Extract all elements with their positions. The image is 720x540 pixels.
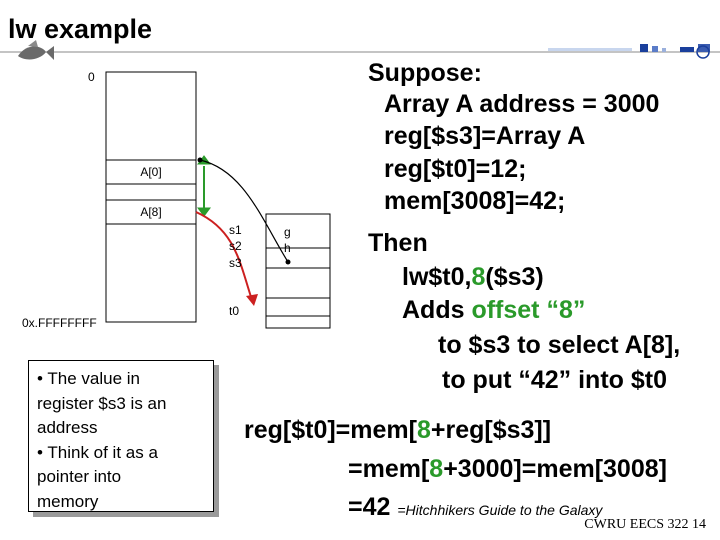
register-s1-label: s1 [229,223,242,237]
note-line: register $s3 is an [37,393,167,413]
then-heading: Then [368,229,428,257]
suppose-heading: Suppose: [368,59,482,87]
eq2-part: =mem[ [348,455,430,483]
eq1-offset: 8 [416,416,431,444]
note-line: memory [37,491,99,511]
memory-diagram [105,71,331,329]
register-s3-label: s3 [229,256,242,270]
register-h-label: h [284,241,291,255]
lw-base: ($s3) [485,263,544,291]
lw-prefix: lw$t0, [402,263,472,291]
equation-line-3: =42 =Hitchhikers Guide to the Galaxy [348,492,602,525]
hitchhikers-footnote: =Hitchhikers Guide to the Galaxy [397,502,603,518]
register-file [265,213,331,329]
load-arrow [195,211,258,306]
title-bar-decoration [0,40,720,60]
bar-squares-decoration [548,44,710,59]
note-box: • The value in register $s3 is an addres… [28,360,214,512]
cell-label-a0: A[0] [140,165,162,179]
slide-footer: CWRU EECS 322 14 [584,517,706,532]
array-address-line: Array A address = 3000 [384,90,660,118]
equation-line-2: =mem[8+3000]=mem[3008] [348,454,667,484]
reg-t0-line: reg[$t0]=12; [384,155,527,183]
reg-s3-line: reg[$s3]=Array A [384,122,586,150]
address-max-label: 0x.FFFFFFFF [22,316,97,330]
mem-line: mem[3008]=42; [384,187,566,215]
note-line: address [37,418,98,437]
select-line: to $s3 to select A[8], [438,331,681,359]
memory-cell-a0 [105,159,197,185]
offset-arrow [197,155,211,217]
fish-logo-icon [18,40,54,60]
note-line: pointer into [37,467,122,486]
memory-column [105,71,197,323]
eq2-part: +3000]=mem[3008] [443,455,667,483]
adds-text: Adds [402,296,472,324]
note-line: • The value in [37,369,140,388]
equation-line-1: reg[$t0]=mem[8+reg[$s3]] [244,415,551,445]
eq3-result: =42 [348,493,391,521]
eq1-part: reg[$t0]=mem[ [244,416,417,444]
adds-offset-line: Adds offset “8” [402,295,585,325]
register-t0-label: t0 [229,304,240,318]
lw-offset: 8 [471,263,486,291]
address-zero-label: 0 [88,70,95,84]
register-g-label: g [284,225,291,239]
eq2-offset: 8 [429,455,444,483]
note-line: • Think of it as a [37,442,158,462]
cell-label-a8: A[8] [140,205,162,219]
register-s2-label: s2 [229,239,242,253]
lw-instruction: lw$t0,8($s3) [402,262,544,292]
eq1-part: +reg[$s3]] [430,416,552,444]
put-line: to put “42” into $t0 [442,366,667,394]
slide-title: lw example [8,14,153,44]
offset-text: offset “8” [471,296,586,324]
s3-pointer-arrow [197,157,291,265]
